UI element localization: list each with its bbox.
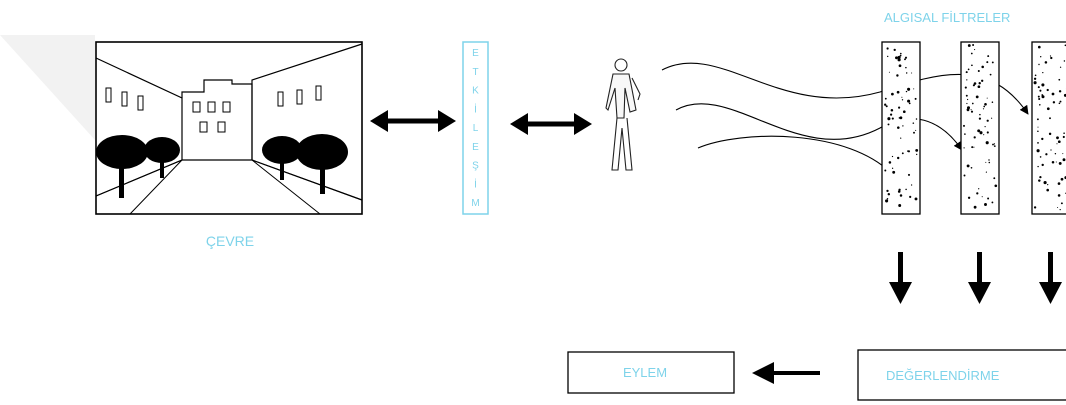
- interaction-letter: T: [472, 67, 478, 78]
- environment-label: ÇEVRE: [206, 233, 254, 249]
- watermark-shape: [0, 35, 95, 140]
- interaction-letter: E: [472, 48, 479, 59]
- filter-panel-2: [961, 42, 999, 214]
- perceptual-filter-panels: [882, 42, 1066, 214]
- filters-title: ALGISAL FİLTRELER: [884, 10, 1010, 25]
- action-label: EYLEM: [623, 365, 667, 380]
- interaction-letter: E: [472, 142, 479, 153]
- interaction-letter: İ: [474, 177, 477, 190]
- environment-illustration: [96, 42, 362, 214]
- walking-person-icon: [606, 59, 640, 170]
- interaction-letter: Ş: [472, 161, 479, 172]
- left-arrow-evaluation-action: [752, 362, 820, 384]
- interaction-letter: İ: [474, 102, 477, 115]
- down-arrows: [889, 252, 1062, 304]
- evaluation-label: DEĞERLENDİRME: [886, 368, 1000, 383]
- filter-panel-1: [882, 42, 920, 214]
- double-arrow-interaction-person: [510, 113, 592, 135]
- double-arrow-environment-interaction: [370, 110, 456, 132]
- interaction-letter: K: [472, 86, 479, 97]
- interaction-letter: L: [473, 123, 479, 134]
- interaction-letter: M: [471, 198, 479, 209]
